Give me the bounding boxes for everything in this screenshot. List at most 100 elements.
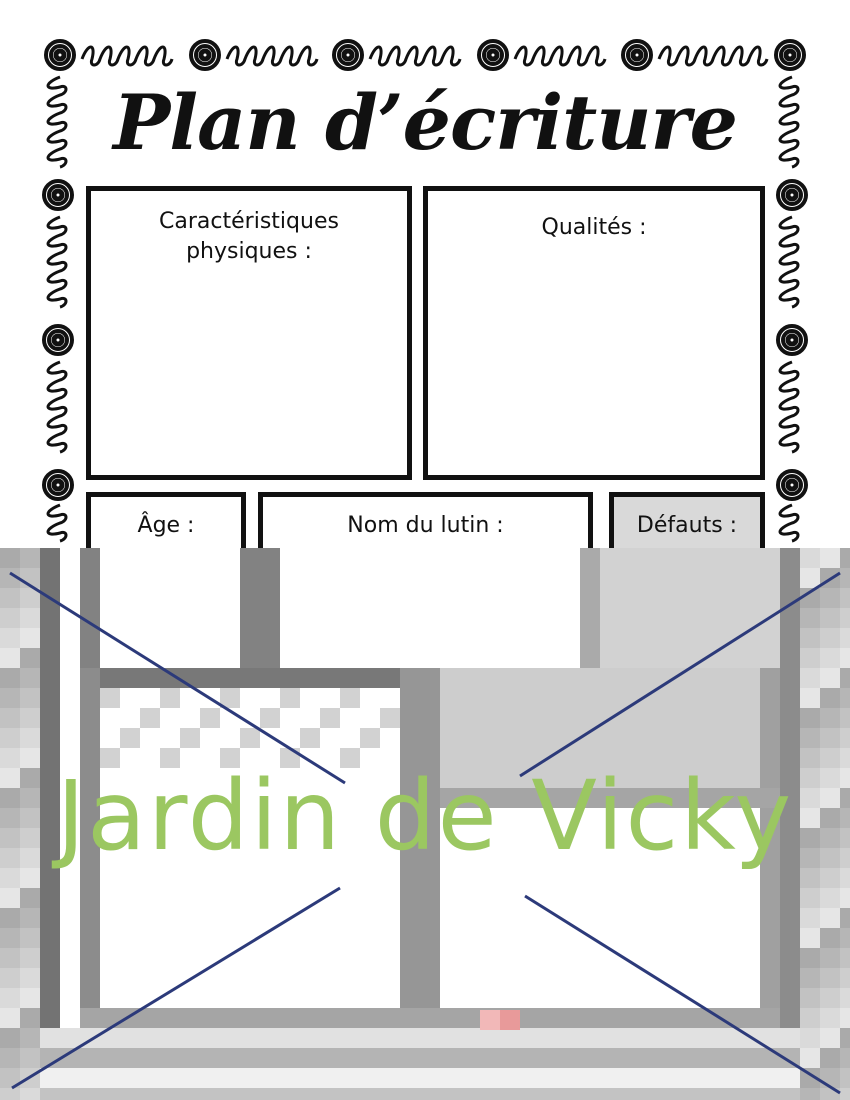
pixel-block: [480, 768, 500, 788]
pixel-block: [100, 788, 120, 808]
pixel-block: [480, 868, 500, 888]
pixel-block: [460, 968, 480, 988]
pixel-block: [220, 908, 240, 928]
pixel-block: [820, 928, 840, 948]
pixel-block: [640, 868, 660, 888]
pixel-block: [100, 708, 120, 728]
pixel-block: [460, 588, 480, 608]
pixel-block: [580, 1068, 600, 1088]
pixel-block: [540, 888, 560, 908]
pixel-block: [300, 1048, 320, 1068]
pixel-block: [680, 728, 700, 748]
pixel-block: [780, 568, 800, 588]
pixel-block: [840, 1048, 850, 1068]
pixel-block: [740, 1048, 760, 1068]
pixel-block: [520, 668, 540, 688]
pixel-block: [820, 828, 840, 848]
pixel-block: [700, 1008, 720, 1028]
pixel-block: [600, 668, 620, 688]
pixel-block: [820, 848, 840, 868]
pixel-block: [540, 808, 560, 828]
pixel-block: [840, 948, 850, 968]
pixel-block: [120, 868, 140, 888]
pixel-block: [780, 688, 800, 708]
pixel-block: [80, 648, 100, 668]
pixel-block: [560, 788, 580, 808]
pixel-block: [780, 668, 800, 688]
pixel-block: [420, 768, 440, 788]
pixel-block: [620, 968, 640, 988]
pixel-block: [640, 1008, 660, 1028]
pixel-block: [180, 888, 200, 908]
pixel-block: [40, 908, 60, 928]
pixel-block: [200, 988, 220, 1008]
pixel-block: [20, 768, 40, 788]
pixel-block: [40, 768, 60, 788]
pixel-block: [740, 608, 760, 628]
pixel-block: [240, 548, 260, 568]
pixel-block: [840, 568, 850, 588]
pixel-block: [260, 988, 280, 1008]
pixel-block: [620, 808, 640, 828]
pixel-block: [380, 828, 400, 848]
pixel-block: [520, 1008, 540, 1028]
pixel-block: [380, 968, 400, 988]
pixel-block: [460, 908, 480, 928]
pixel-block: [340, 828, 360, 848]
pixel-block: [60, 888, 80, 908]
pixel-block: [420, 928, 440, 948]
pixel-block: [760, 808, 780, 828]
pixel-block: [340, 908, 360, 928]
pixel-block: [480, 668, 500, 688]
pixel-block: [760, 888, 780, 908]
pixel-block: [20, 668, 40, 688]
pixel-block: [500, 888, 520, 908]
pixel-block: [180, 648, 200, 668]
pixel-block: [400, 788, 420, 808]
pixel-block: [720, 828, 740, 848]
pixel-block: [820, 1008, 840, 1028]
pixel-block: [340, 568, 360, 588]
pixel-block: [420, 668, 440, 688]
pixel-block: [660, 648, 680, 668]
pixel-block: [60, 648, 80, 668]
pixel-block: [540, 588, 560, 608]
pixel-block: [160, 1028, 180, 1048]
pixel-block: [600, 808, 620, 828]
pixel-block: [80, 1088, 100, 1100]
pixel-block: [60, 948, 80, 968]
pixel-block: [140, 1008, 160, 1028]
pixel-block: [400, 948, 420, 968]
pixel-block: [740, 648, 760, 668]
pixel-block: [600, 628, 620, 648]
pixel-block: [120, 808, 140, 828]
pixel-block: [260, 1028, 280, 1048]
pixel-block: [300, 868, 320, 888]
pixel-block: [300, 608, 320, 628]
pixel-block: [360, 848, 380, 868]
pixel-block: [0, 1028, 20, 1048]
pixel-block: [780, 1068, 800, 1088]
pixel-block: [800, 728, 820, 748]
pixel-block: [160, 648, 180, 668]
pixel-block: [780, 788, 800, 808]
pixel-block: [560, 868, 580, 888]
pixel-block: [500, 948, 520, 968]
pixel-block: [500, 728, 520, 748]
pixel-block: [60, 768, 80, 788]
pixel-block: [620, 768, 640, 788]
pixel-block: [140, 728, 160, 748]
pixel-block: [800, 1048, 820, 1068]
pixel-block: [60, 988, 80, 1008]
pixel-block: [40, 848, 60, 868]
pixel-block: [620, 588, 640, 608]
pixel-block: [780, 888, 800, 908]
pixel-block: [840, 828, 850, 848]
pixel-block: [60, 1008, 80, 1028]
pixel-block: [640, 708, 660, 728]
pixel-block: [440, 808, 460, 828]
pixel-block: [20, 948, 40, 968]
pixel-block: [300, 828, 320, 848]
pixel-block: [220, 628, 240, 648]
pixel-block: [580, 548, 600, 568]
